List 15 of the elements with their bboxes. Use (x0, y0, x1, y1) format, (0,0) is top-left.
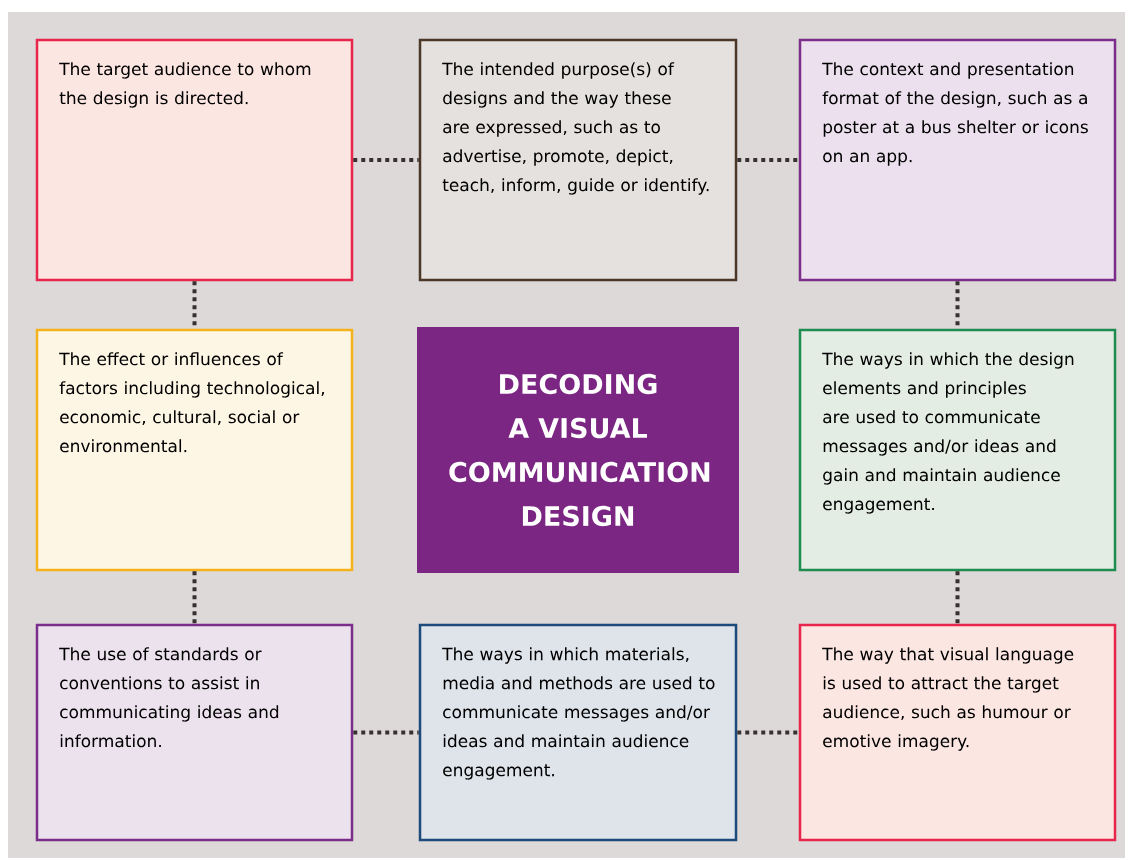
dotted-connector (353, 158, 419, 162)
title-box: DECODING A VISUAL COMMUNICATION DESIGN (417, 327, 739, 573)
text-box: The effect or influences of factors including technological, economic, cultural, social or environmental. (35, 328, 354, 572)
text-box: The ways in which the design elements and principles are used to communicate messages and/or ideas and gain and maintain audience engagement. (798, 328, 1117, 572)
dotted-connector (955, 571, 960, 624)
dotted-connector (737, 158, 799, 162)
dotted-connector (192, 571, 197, 624)
dotted-connector (737, 730, 799, 735)
text-box: The intended purpose(s) of designs and the way these are expressed, such as to advertise, promote, depict, teach, inform, guide or identify. (418, 38, 738, 282)
text-box: The ways in which materials, media and methods are used to communicate messages and/or ideas and maintain audience engagement. (418, 623, 738, 842)
text-box: The way that visual language is used to attract the target audience, such as humour or emotive imagery. (798, 623, 1117, 842)
text-box: The target audience to whom the design is directed. (35, 38, 354, 282)
dotted-connector (353, 730, 419, 735)
text-box: The context and presentation format of the design, such as a poster at a bus shelter or icons on an app. (798, 38, 1117, 282)
text-box: The use of standards or conventions to assist in communicating ideas and information. (35, 623, 354, 842)
